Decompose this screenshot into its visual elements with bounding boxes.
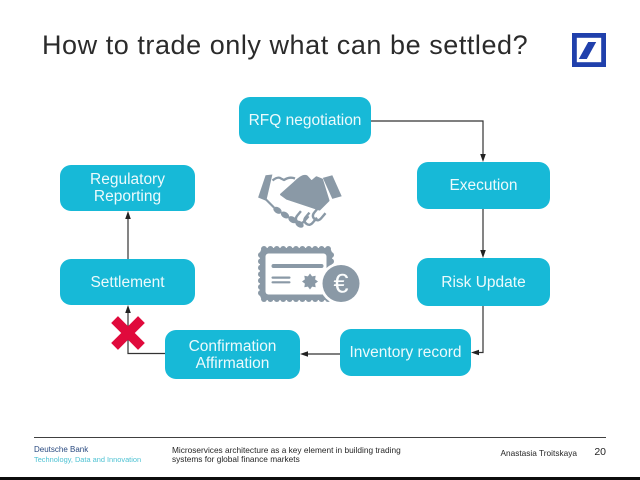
svg-text:€: € — [333, 269, 348, 299]
